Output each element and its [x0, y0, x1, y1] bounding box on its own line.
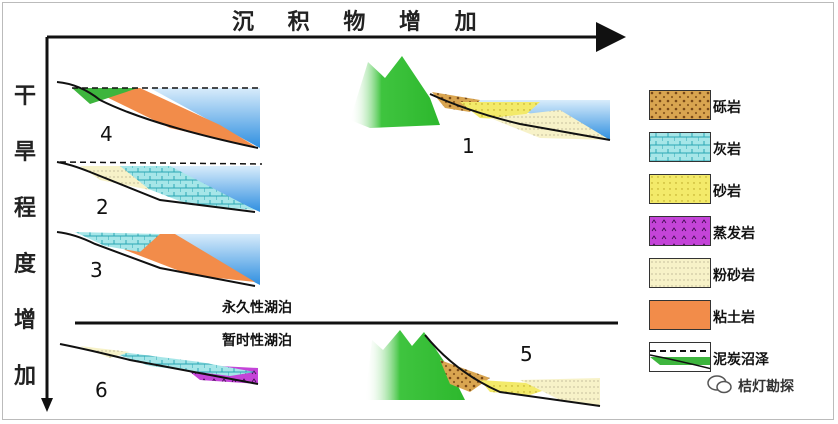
legend-label-evaporite: 蒸发岩	[713, 226, 755, 242]
legend-label-claystone: 粘土岩	[713, 310, 755, 326]
vertical-label-char: 度	[14, 251, 37, 277]
legend-swatch-claystone	[649, 300, 711, 330]
section-4-profile	[56, 81, 262, 149]
section-number-5: 5	[520, 342, 533, 366]
diagram-frame	[2, 2, 834, 420]
section-number-6: 6	[95, 378, 108, 402]
vertical-label-char: 加	[14, 363, 37, 389]
wechat-icon	[707, 375, 732, 394]
diagram-title: 沉 积 物 增 加	[232, 9, 490, 35]
legend-swatch-conglomerate	[649, 90, 711, 120]
section-number-4: 4	[100, 122, 113, 146]
temporary-lake-label: 暂时性湖泊	[222, 333, 292, 349]
section-6-profile	[59, 343, 259, 385]
legend-swatch-siltstone	[649, 258, 711, 288]
legend-label-limestone: 灰岩	[713, 142, 741, 158]
section-number-2: 2	[96, 195, 109, 219]
legend-swatch-evaporite	[649, 216, 711, 246]
vertical-label-char: 程	[14, 195, 37, 221]
section-2-profile	[56, 161, 263, 213]
legend-swatch-limestone	[649, 132, 711, 162]
vertical-label-char: 旱	[14, 139, 37, 165]
vertical-axis-arrow	[41, 37, 53, 412]
legend-label-peat-marsh: 泥炭沼泽	[713, 352, 769, 368]
section-number-1: 1	[462, 134, 475, 158]
vertical-label-char: 增	[14, 307, 37, 333]
permanent-lake-label: 永久性湖泊	[222, 300, 292, 316]
section-number-3: 3	[90, 258, 103, 282]
section-1-profile	[350, 56, 611, 141]
legend-label-siltstone: 粉砂岩	[713, 268, 755, 284]
legend-swatch-peat-marsh	[649, 342, 711, 372]
vertical-label-char: 干	[14, 83, 37, 109]
legend-swatch-sandstone	[649, 174, 711, 204]
legend-label-sandstone: 砂岩	[713, 184, 741, 200]
section-3-profile	[56, 231, 260, 287]
section-5-profile	[365, 330, 601, 407]
legend-label-conglomerate: 砾岩	[713, 100, 741, 116]
watermark-text: 桔灯勘探	[738, 379, 794, 395]
